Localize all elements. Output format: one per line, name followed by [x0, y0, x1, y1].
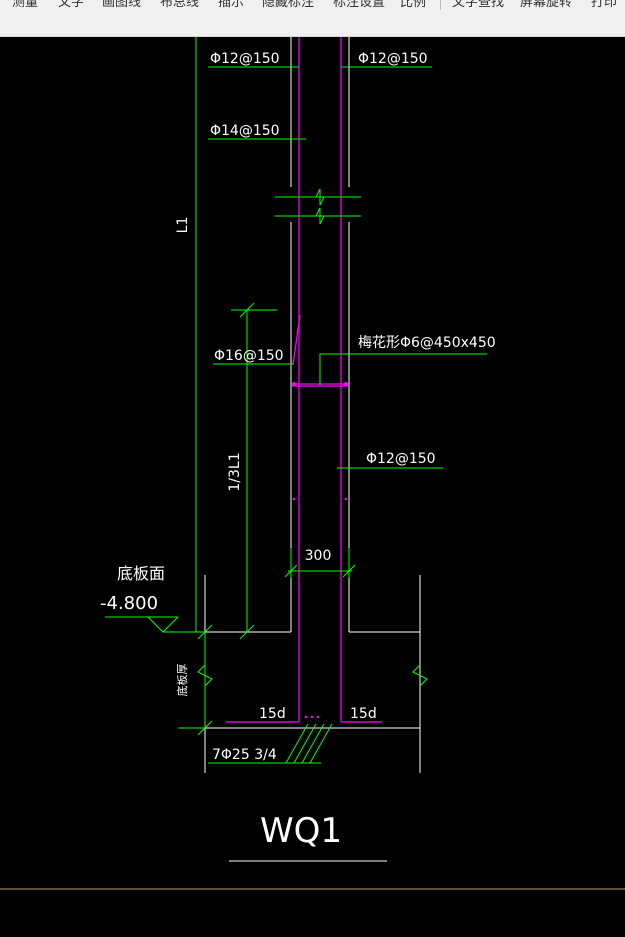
drawing-canvas[interactable]: Φ12@150 Φ12@150 Φ14@150 Φ16@150 梅花形Φ6@45…	[0, 37, 625, 933]
dimension-tick	[197, 624, 213, 640]
rebar-dot	[292, 382, 296, 386]
label-length-L1: L1	[175, 217, 191, 234]
toolbar-insert[interactable]: 插示	[218, 0, 245, 10]
rebar-dot	[292, 497, 296, 501]
drawing-text: Φ12@150 Φ12@150 Φ14@150 Φ16@150 梅花形Φ6@45…	[100, 51, 496, 851]
rebar-dot	[304, 715, 308, 719]
toolbar-hide-dimensions[interactable]: 隐藏标注	[262, 0, 315, 10]
toolbar-draw-line[interactable]: 画图线	[102, 0, 142, 10]
toolbar-scale[interactable]: 比例	[400, 0, 427, 10]
elevation-triangle	[147, 616, 179, 633]
break-symbol	[315, 188, 325, 206]
label-elevation: -4.800	[100, 593, 158, 614]
rebar-dot	[316, 715, 320, 719]
bottom-bar-leader	[293, 723, 317, 764]
toolbar-rotate-screen[interactable]: 屏幕旋转	[520, 0, 573, 10]
break-symbol	[197, 664, 213, 687]
rebar-starter-bar	[292, 314, 301, 366]
rebar-dot	[310, 715, 314, 719]
label-tie-bars: 梅花形Φ6@450x450	[358, 335, 496, 351]
toolbar-measure[interactable]: 测量	[12, 0, 39, 10]
rebar-lines	[226, 37, 382, 723]
label-slab-thickness: 底板厚	[175, 664, 189, 697]
toolbar-layout-line[interactable]: 布总线	[160, 0, 200, 10]
label-wall-thickness: 300	[305, 548, 332, 564]
bottom-bar-leader	[285, 723, 309, 764]
bottom-bar-leader	[301, 723, 325, 764]
toolbar-find-text[interactable]: 文字查找	[452, 0, 505, 10]
toolbar-text[interactable]: 文字	[58, 0, 85, 10]
dimension-tick	[239, 302, 255, 318]
toolbar-divider	[440, 0, 441, 10]
label-anchor-left: 15d	[259, 706, 286, 722]
toolbar-dimension-settings[interactable]: 标注设置	[333, 0, 386, 10]
concrete-outline	[204, 37, 421, 773]
dimension-tick	[342, 564, 356, 578]
wall-section-drawing: Φ12@150 Φ12@150 Φ14@150 Φ16@150 梅花形Φ6@45…	[0, 37, 625, 890]
label-slab-surface: 底板面	[117, 564, 165, 583]
rebar-dot	[344, 497, 348, 501]
toolbar-print[interactable]: 打印	[591, 0, 618, 10]
label-rebar-top-right: Φ12@150	[358, 51, 428, 67]
dimension-tick	[284, 564, 298, 578]
drawing-title: WQ1	[260, 811, 342, 851]
rebar-dots	[292, 382, 348, 719]
dimension-tick	[197, 720, 213, 736]
label-rebar-top-left: Φ12@150	[210, 51, 280, 67]
label-length-third: 1/3L1	[227, 452, 243, 491]
label-rebar-16: Φ16@150	[214, 348, 284, 364]
top-toolbar: 测量 文字 画图线 布总线 插示 隐藏标注 标注设置 比例 文字查找 屏幕旋转 …	[0, 0, 625, 37]
label-bottom-bars: 7Φ25 3/4	[212, 747, 277, 763]
dimension-lines	[105, 37, 487, 764]
bottom-bar-leader	[309, 723, 333, 764]
label-rebar-right-mid: Φ12@150	[366, 451, 436, 467]
dimension-tick	[239, 624, 255, 640]
label-anchor-right: 15d	[350, 706, 377, 722]
break-symbol	[412, 664, 428, 687]
break-symbol	[315, 207, 325, 225]
label-rebar-14: Φ14@150	[210, 123, 280, 139]
rebar-dot	[344, 382, 348, 386]
tie-leader	[319, 353, 487, 385]
